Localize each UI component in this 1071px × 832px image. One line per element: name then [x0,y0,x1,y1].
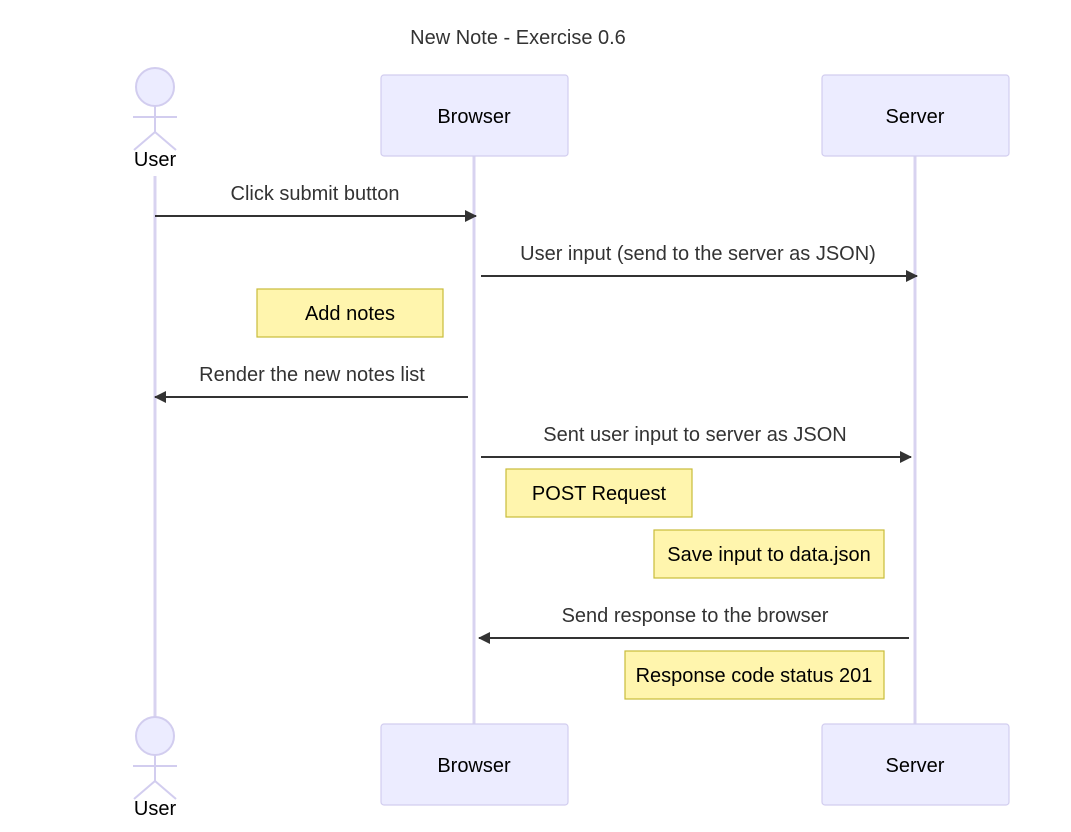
message-render-notes: Render the new notes list [154,364,468,403]
participant-box [821,723,1010,806]
actor-right-leg [154,780,177,800]
actor-label-user: User [134,149,177,171]
actor-left-leg [133,780,156,800]
note-label: Save input to data.json [667,544,870,566]
participant-box [821,74,1010,157]
note-add-notes: Add notes [256,288,444,338]
actor-head [135,67,175,107]
note-box [505,468,693,518]
participant-browser-top: Browser [380,74,569,157]
note-post-request: POST Request [505,468,693,518]
note-response-code: Response code status 201 [624,650,885,700]
actor-user-top: User [133,67,177,171]
message-label: Send response to the browser [562,605,829,627]
note-box [624,650,885,700]
diagram-title: New Note - Exercise 0.6 [410,27,626,49]
actor-user-bottom: User [133,716,177,820]
participant-server-top: Server [821,74,1010,157]
participant-label-server: Server [886,106,945,128]
message-label: Sent user input to server as JSON [543,424,846,446]
message-user-input: User input (send to the server as JSON) [481,243,918,282]
actor-right-leg [154,131,177,151]
participant-server-bottom: Server [821,723,1010,806]
actor-head [135,716,175,756]
message-send-response: Send response to the browser [478,605,909,644]
note-box [653,529,885,579]
note-label: Add notes [305,303,395,325]
participant-label-browser: Browser [437,106,511,128]
message-label: Render the new notes list [199,364,425,386]
note-save-input: Save input to data.json [653,529,885,579]
note-label: Response code status 201 [636,665,873,687]
message-label: User input (send to the server as JSON) [520,243,876,265]
actor-left-leg [133,131,156,151]
message-click-submit: Click submit button [155,183,477,222]
note-label: POST Request [532,483,667,505]
note-box [256,288,444,338]
actor-label-user: User [134,798,177,820]
participant-box [380,74,569,157]
participant-box [380,723,569,806]
participant-label-browser: Browser [437,755,511,777]
participant-browser-bottom: Browser [380,723,569,806]
message-sent-input: Sent user input to server as JSON [481,424,912,463]
participant-label-server: Server [886,755,945,777]
message-label: Click submit button [231,183,400,205]
